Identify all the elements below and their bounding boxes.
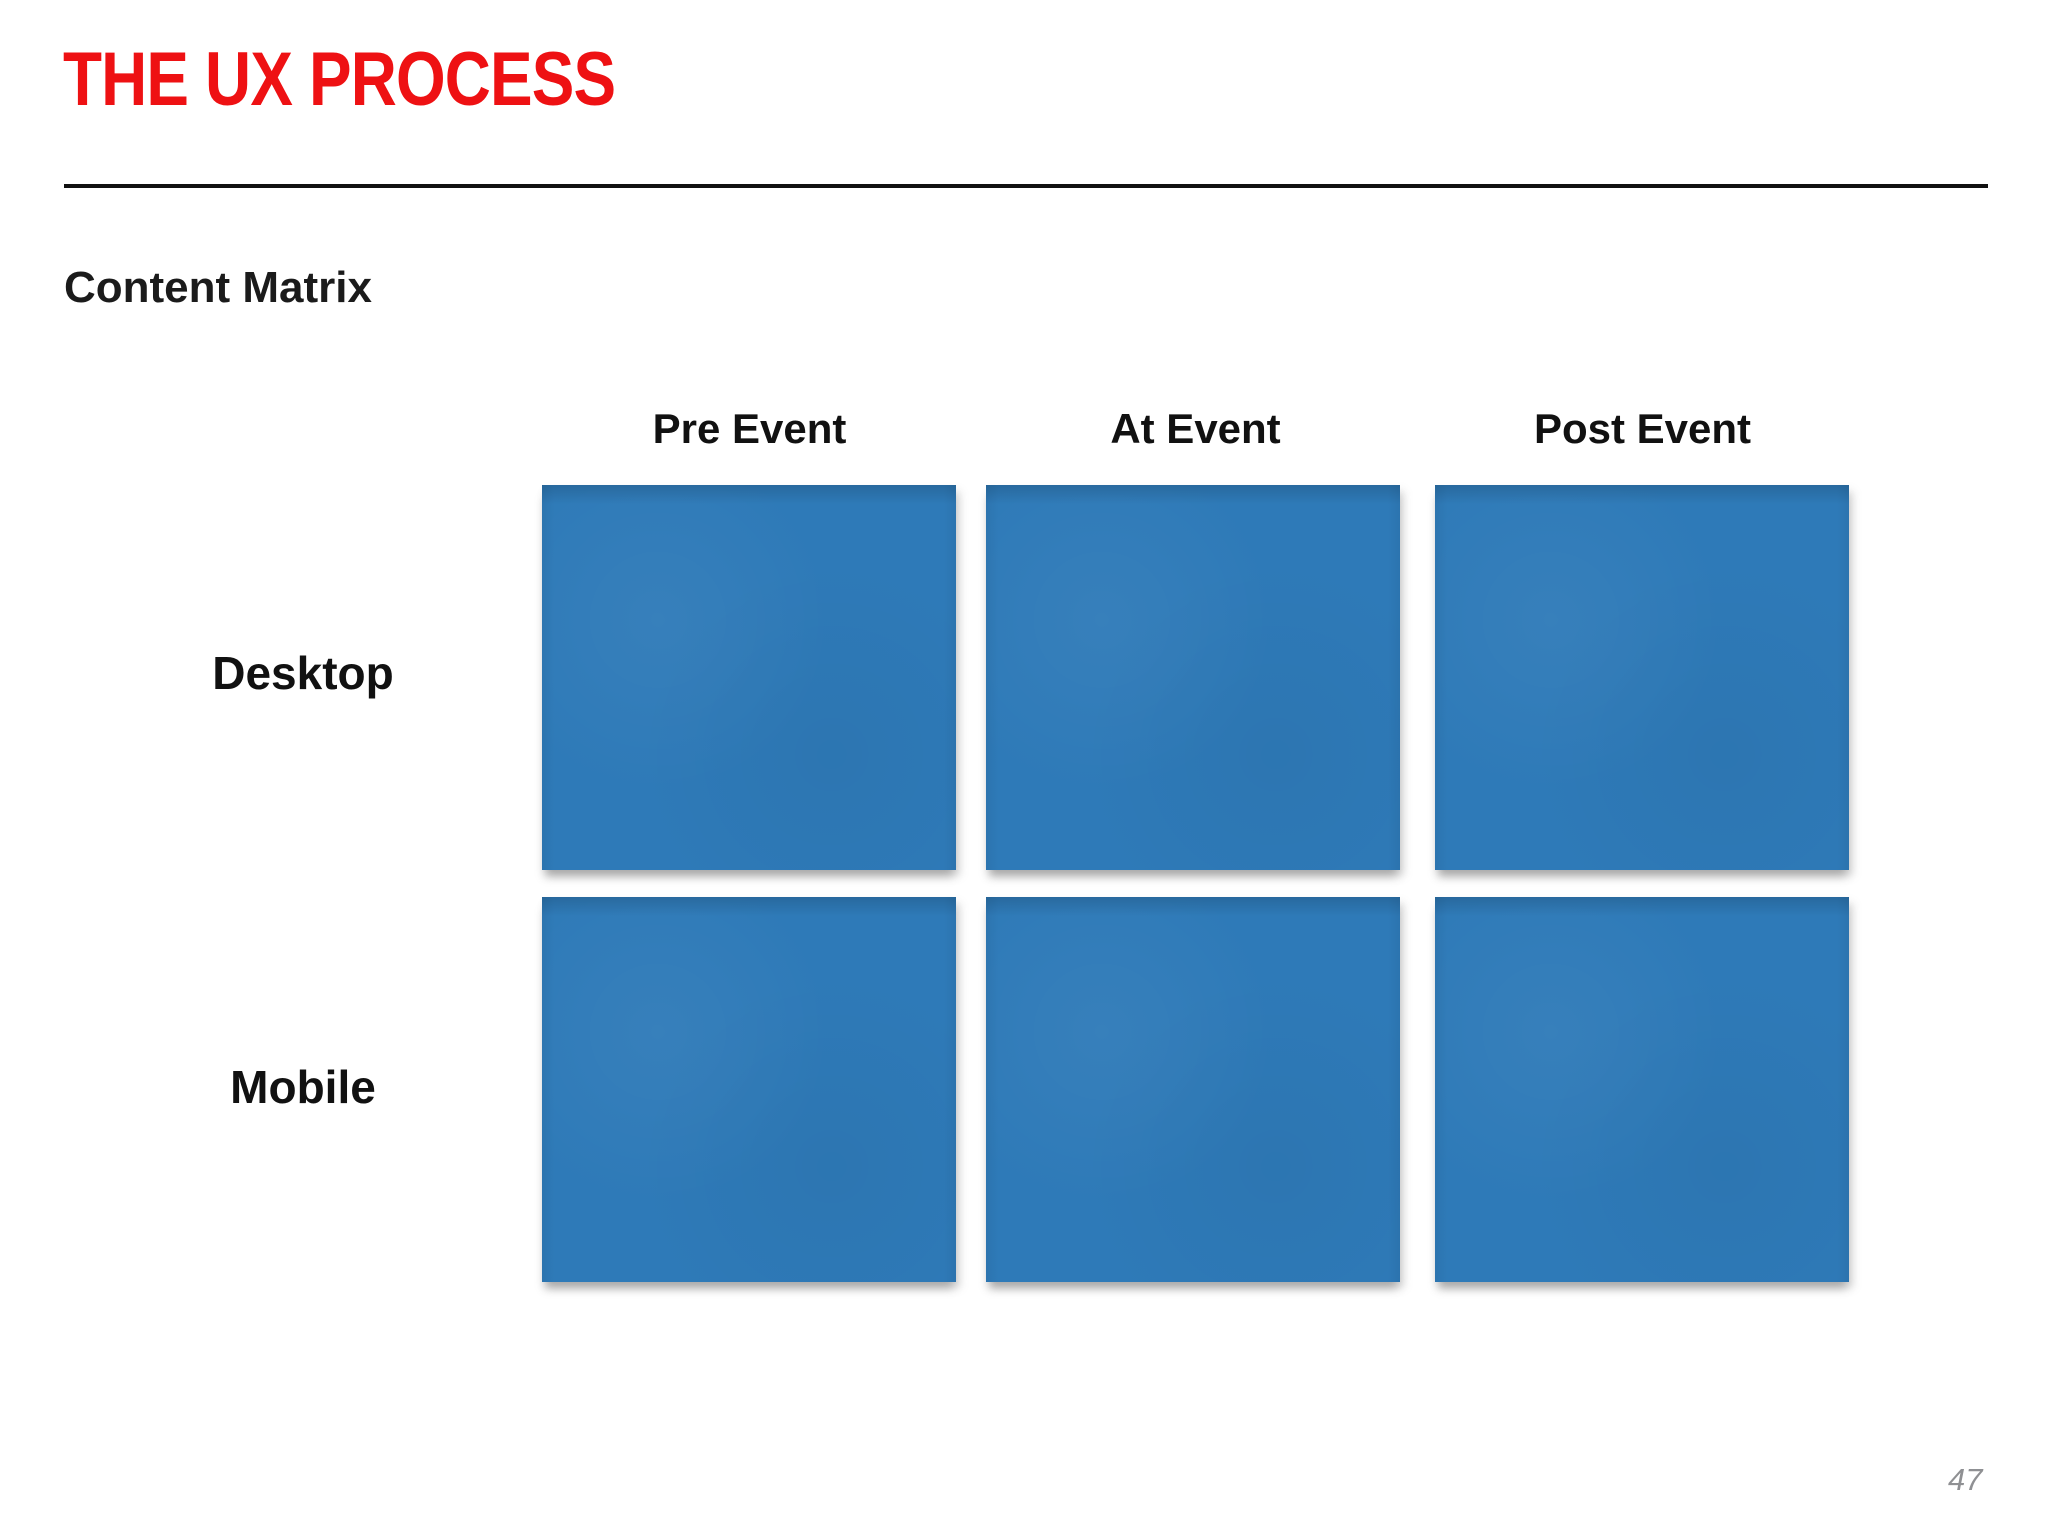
title-divider	[64, 184, 1988, 188]
sticky-note-mobile-pre-event	[542, 897, 956, 1282]
column-header-post-event: Post Event	[1533, 405, 1752, 452]
row-label-desktop: Desktop	[212, 647, 394, 699]
sticky-note-mobile-at-event	[986, 897, 1400, 1282]
column-header-pre-event: Pre Event	[652, 405, 847, 452]
column-header-at-event: At Event	[1110, 405, 1281, 452]
sticky-note-desktop-at-event	[986, 485, 1400, 870]
slide-title: THE UX PROCESS	[63, 37, 616, 122]
sticky-note-desktop-post-event	[1435, 485, 1849, 870]
row-label-mobile: Mobile	[230, 1061, 376, 1113]
page-number: 47	[1948, 1462, 1983, 1497]
sticky-note-mobile-post-event	[1435, 897, 1849, 1282]
sticky-note-desktop-pre-event	[542, 485, 956, 870]
section-heading: Content Matrix	[64, 263, 372, 312]
